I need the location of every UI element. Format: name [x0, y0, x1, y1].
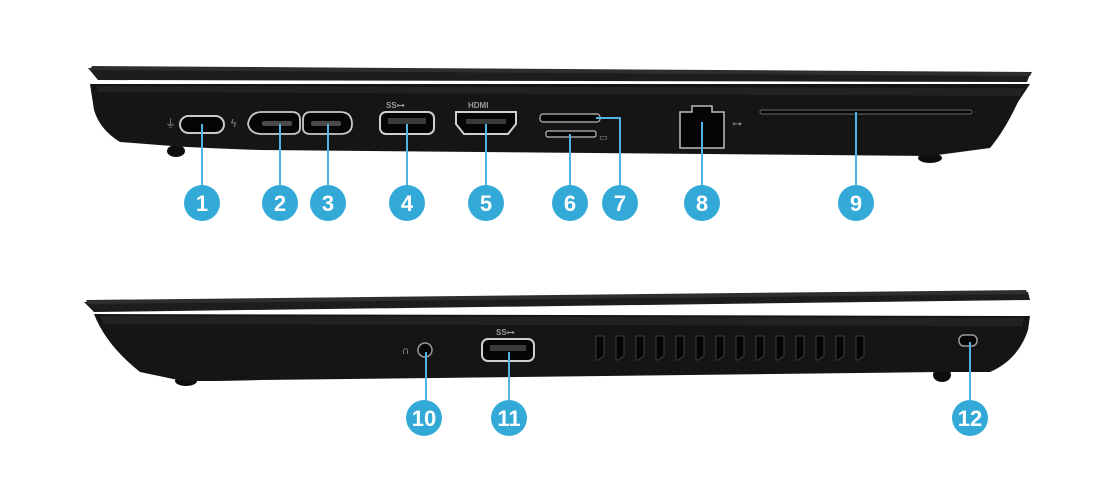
laptop-lid [88, 68, 1030, 82]
headphone-icon: ∩ [402, 346, 409, 357]
cooling-vents [595, 335, 865, 361]
callout-4: 4 [389, 185, 425, 221]
callout-10: 10 [406, 400, 442, 436]
nano-sim-slot [539, 113, 601, 123]
usb-a-port-label: SS⊶ [496, 328, 515, 337]
smart-card-slot [759, 109, 973, 115]
leader-lines [201, 112, 857, 188]
callout-8: 8 [684, 185, 720, 221]
svg-text:11: 11 [497, 406, 520, 431]
laptop-lid [84, 292, 1030, 312]
laptop-base [94, 314, 1030, 381]
callout-11: 11 [491, 400, 527, 436]
callout-12: 12 [952, 400, 988, 436]
svg-text:4: 4 [401, 191, 414, 216]
svg-text:9: 9 [850, 191, 862, 216]
svg-text:7: 7 [614, 191, 626, 216]
svg-text:6: 6 [564, 191, 576, 216]
power-plug-icon: ⏚ [165, 117, 176, 130]
callout-1: 1 [184, 185, 220, 221]
usb-a-port-label: SS⊶ [386, 101, 405, 110]
svg-text:5: 5 [480, 191, 492, 216]
laptop-right-side: ∩ SS⊶ [84, 290, 1030, 436]
svg-text:8: 8 [696, 191, 708, 216]
callout-2: 2 [262, 185, 298, 221]
svg-text:1: 1 [196, 191, 208, 216]
svg-text:2: 2 [274, 191, 286, 216]
laptop-left-side: ⏚ ϟ SS⊶ HDMI ▭ ⊶ [88, 66, 1032, 221]
lightning-bolt-icon: ϟ [230, 117, 237, 130]
svg-text:3: 3 [322, 191, 334, 216]
leader-lines [425, 342, 971, 404]
rubber-foot [167, 145, 185, 157]
callout-3: 3 [310, 185, 346, 221]
network-icon: ⊶ [732, 119, 742, 130]
svg-text:12: 12 [958, 406, 982, 431]
callout-5: 5 [468, 185, 504, 221]
svg-text:10: 10 [412, 406, 436, 431]
hdmi-label: HDMI [468, 101, 488, 110]
callout-9: 9 [838, 185, 874, 221]
security-lock-slot [958, 334, 978, 347]
callout-6: 6 [552, 185, 588, 221]
callout-7: 7 [602, 185, 638, 221]
sd-card-icon: ▭ [599, 133, 608, 143]
